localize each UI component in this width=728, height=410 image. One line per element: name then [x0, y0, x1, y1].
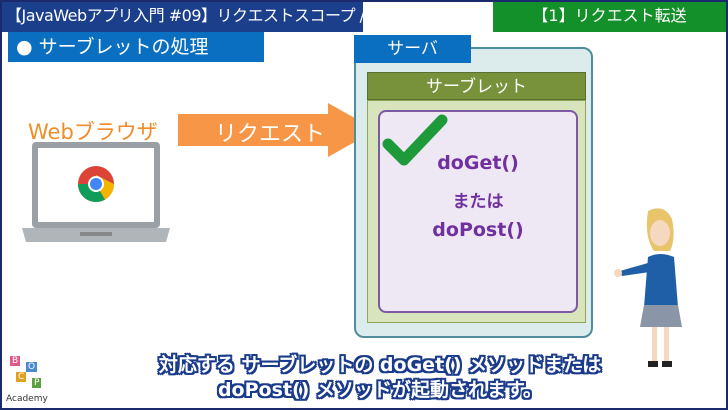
- request-arrow: [178, 103, 376, 157]
- servlet-label: サーブレット: [367, 72, 586, 100]
- presenter-illustration: [614, 208, 682, 367]
- server-label: サーバ: [354, 35, 471, 63]
- subtitle-line-2: doPost() メソッドが起動されます。: [217, 379, 543, 401]
- section-badge: 【1】リクエスト転送: [493, 0, 726, 32]
- method-box: [378, 110, 578, 313]
- laptop-icon: [22, 142, 170, 242]
- or-label: または: [452, 192, 504, 212]
- section-title: ● サーブレットの処理: [8, 32, 264, 62]
- subtitle-line-1: 対応する サーブレットの doGet() メソッドまたは: [158, 354, 602, 376]
- browser-label: Webブラウザ: [28, 120, 158, 144]
- bcop-logo: B O C P Academy: [6, 356, 48, 404]
- dopost-label: doPost(): [432, 219, 524, 241]
- checkmark-icon: [382, 114, 448, 166]
- video-title: 【JavaWebアプリ入門 #09】リクエストスコープ / 転送: [0, 0, 401, 32]
- request-label: リクエスト: [214, 122, 325, 147]
- chrome-icon: [77, 166, 114, 203]
- doget-label: doGet(): [437, 152, 519, 174]
